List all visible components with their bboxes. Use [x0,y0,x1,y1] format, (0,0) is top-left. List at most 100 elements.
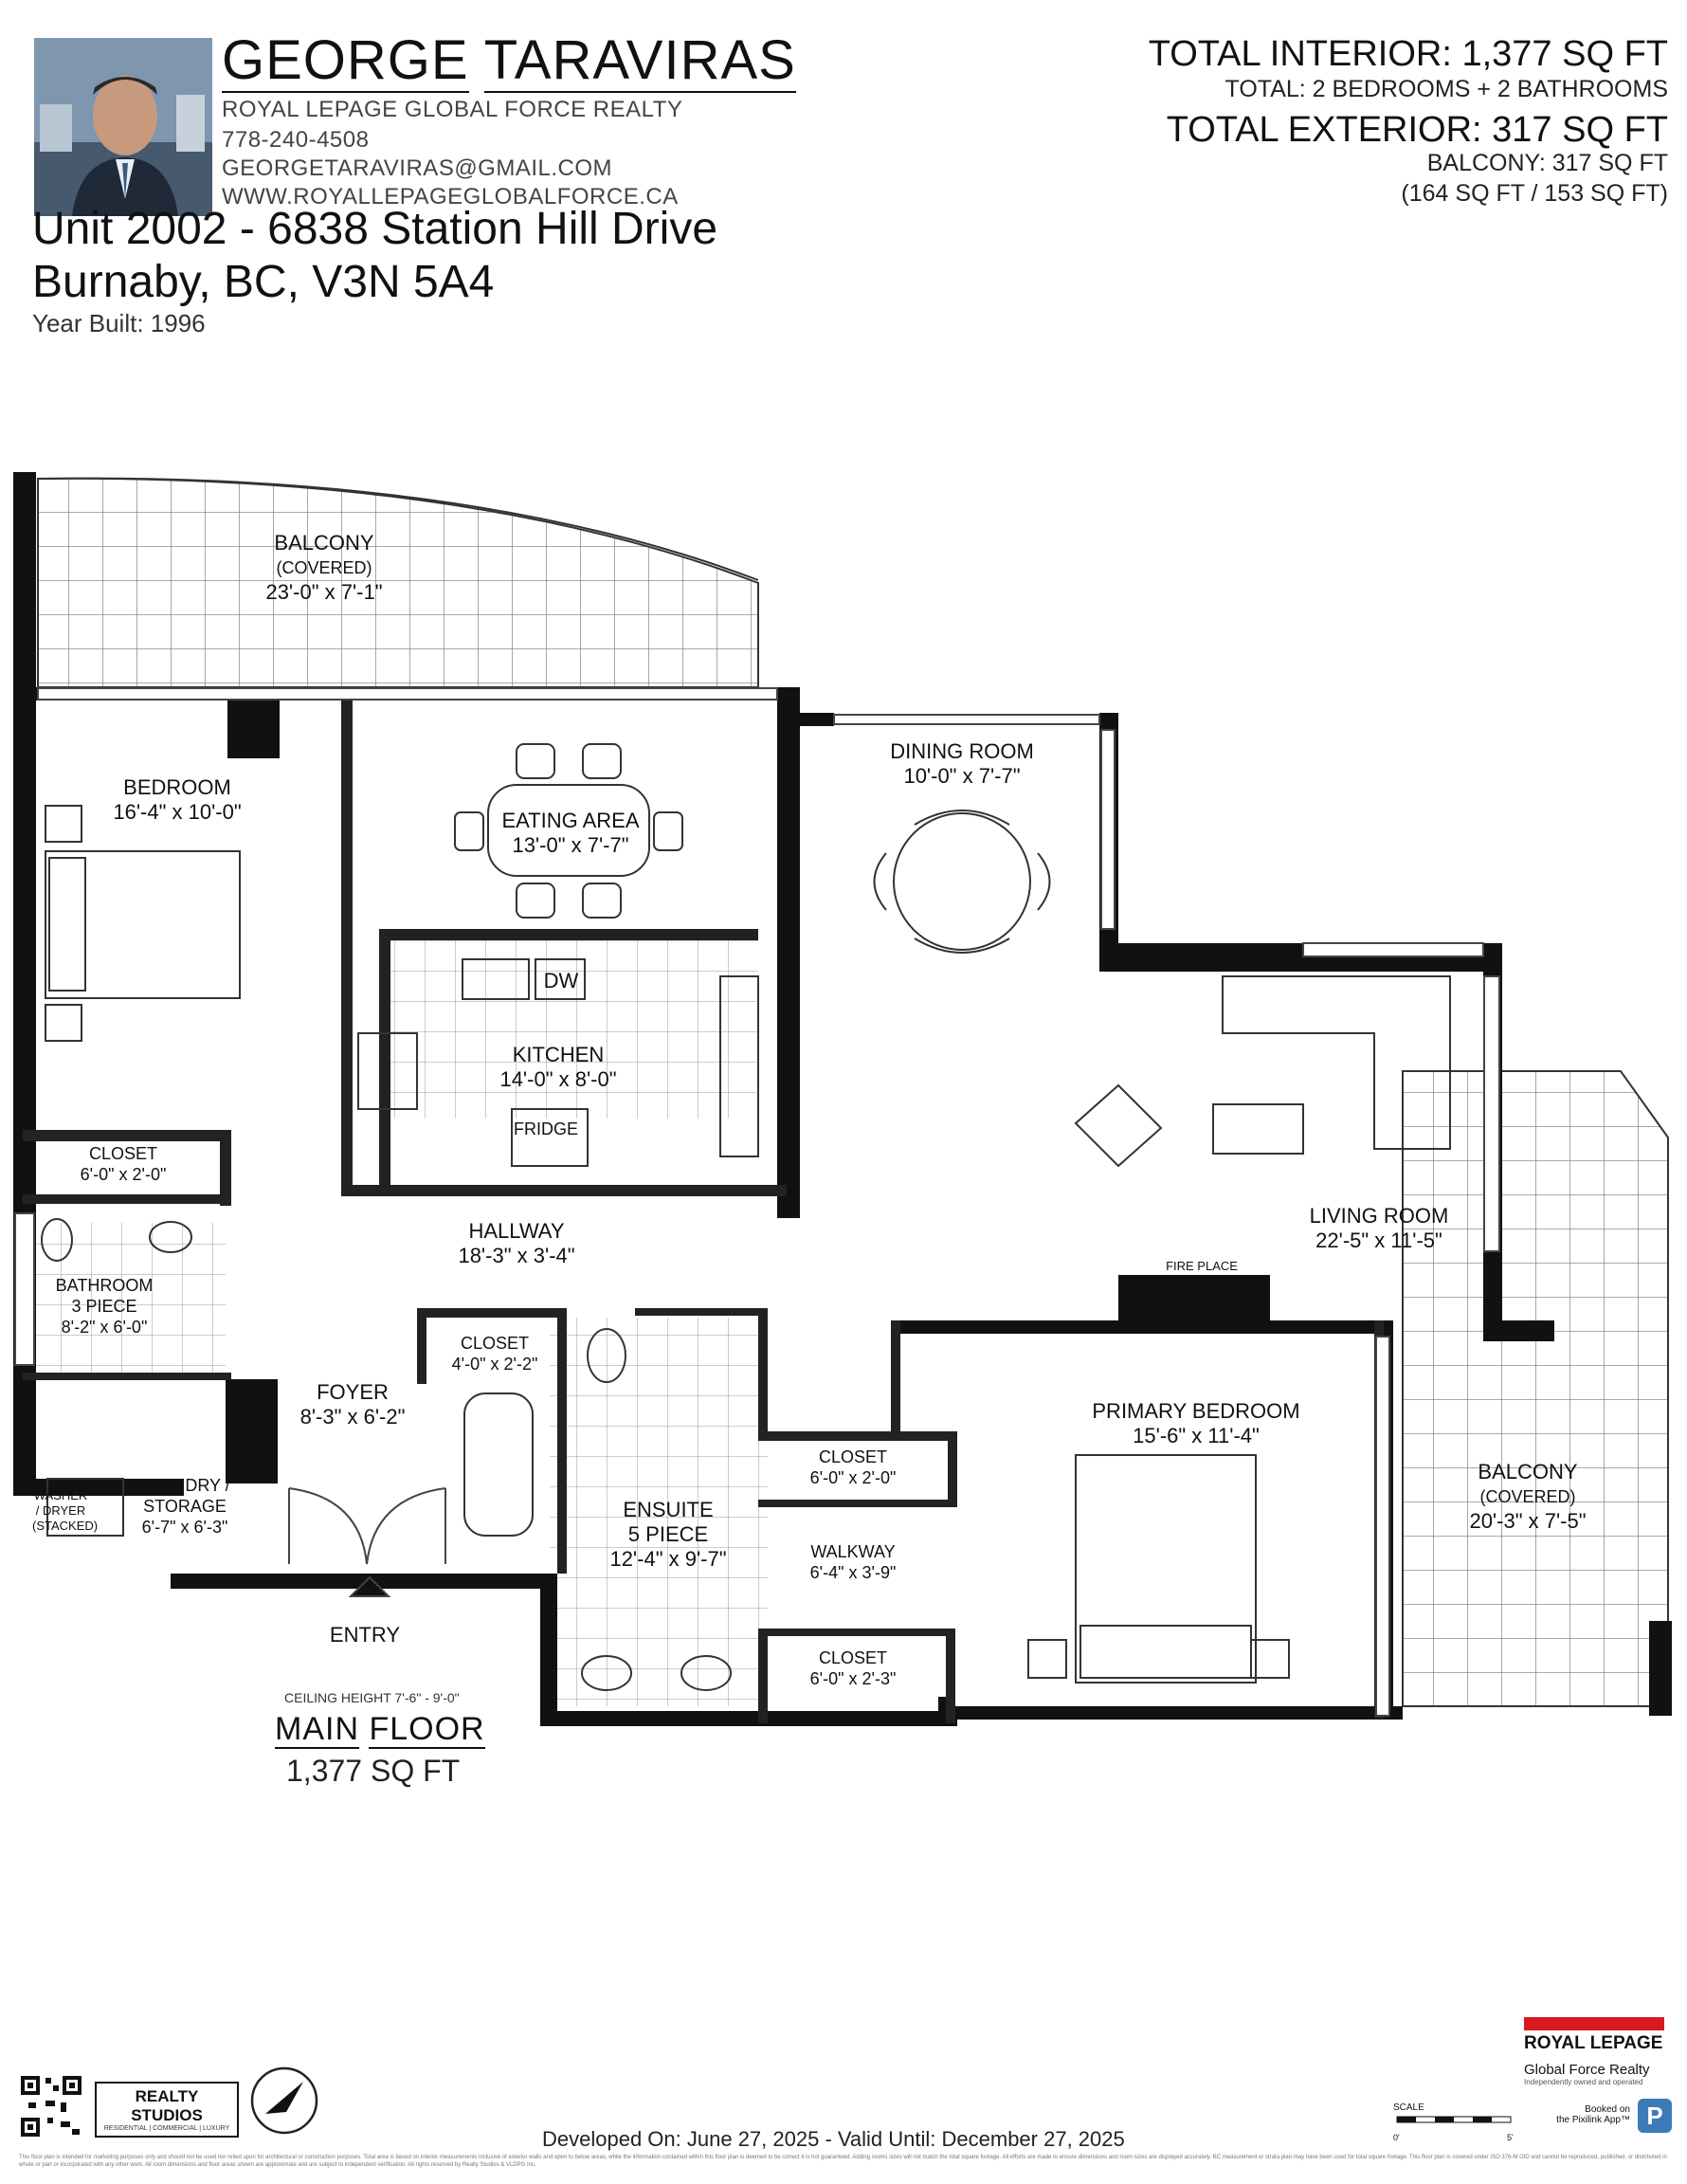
closet-primary-2-label: CLOSET 6'-0" x 2'-3" [810,1647,897,1689]
eating-area-name: EATING AREA [501,809,640,832]
bedroom-label: BEDROOM 16'-4" x 10'-0" [113,775,241,825]
address-line-1: Unit 2002 - 6838 Station Hill Drive [32,204,718,254]
laundry-sub: STORAGE [143,1497,227,1516]
eating-area-dims: 13'-0" x 7'-7" [512,833,629,857]
realty-studios-name: REALTY STUDIOS [131,2087,203,2124]
ensuite-tiles [550,1318,768,1706]
scale-label: SCALE [1393,2102,1424,2113]
walkway-dims: 6'-4" x 3'-9" [809,1563,897,1582]
foyer-label: FOYER 8'-3" x 6'-2" [300,1380,406,1429]
qr-code[interactable] [19,2074,83,2143]
balcony-top-sub: (COVERED) [276,558,372,577]
walkway-label: WALKWAY 6'-4" x 3'-9" [810,1541,897,1583]
agent-name: GEORGE TARAVIRAS [222,28,796,93]
hallway-name: HALLWAY [468,1219,565,1243]
agent-last-name: TARAVIRAS [483,29,796,93]
bath-fixtures [41,1218,732,1691]
living-sofa [1074,975,1451,1168]
balcony-right-dims: 20'-3" x 7'-5" [1469,1509,1587,1533]
kitchen-fixtures [357,958,759,1167]
kitchen-name: KITCHEN [512,1043,605,1066]
bedroom-dims: 16'-4" x 10'-0" [113,800,242,824]
total-exterior: TOTAL EXTERIOR: 317 SQ FT [1166,110,1668,150]
compass-icon [248,2065,320,2141]
scale-zero: 0' [1393,2133,1400,2142]
disclaimer: This floor plan is intended for marketin… [19,2155,1667,2168]
foyer-name: FOYER [317,1380,389,1404]
ensuite-dims: 12'-4" x 9'-7" [609,1547,727,1571]
bathroom-dims: 8'-2" x 6'-0" [61,1318,148,1337]
entry-label: ENTRY [329,1623,401,1647]
scale-bar: SCALE 0' 5' [1393,2102,1516,2142]
balcony-top [37,477,759,688]
closet-primary-1-label: CLOSET 6'-0" x 2'-0" [810,1447,897,1488]
closet-primary-2-dims: 6'-0" x 2'-3" [809,1669,897,1688]
floor-name-a: MAIN [275,1711,359,1749]
closet-bedroom-dims: 6'-0" x 2'-0" [80,1165,167,1184]
laundry-name: LAUNDRY / [139,1476,230,1495]
floor-name-b: FLOOR [369,1711,485,1749]
eating-table [454,743,683,919]
pixilink-a: Booked on [1585,2104,1630,2115]
bedroom-bed [45,805,241,1042]
closet-bedroom-name: CLOSET [88,1144,158,1163]
agent-photo [34,38,212,216]
bedroom-name: BEDROOM [123,775,231,799]
fireplace-label: FIRE PLACE [1166,1259,1238,1273]
hallway-label: HALLWAY 18'-3" x 3'-4" [458,1219,574,1268]
agent-first-name: GEORGE [222,29,469,93]
entry-door [288,1487,446,1597]
closet-hall-label: CLOSET 4'-0" x 2'-2" [452,1333,538,1374]
bathroom-tiles [36,1223,226,1374]
balcony-right-sub: (COVERED) [1479,1487,1576,1506]
dining-room-name: DINING ROOM [890,739,1034,763]
rlp-office: Global Force Realty [1524,2062,1650,2078]
year-built: Year Built: 1996 [32,309,206,337]
living-room-name: LIVING ROOM [1309,1204,1449,1228]
scale-five: 5' [1507,2133,1514,2142]
validity-dates: Developed On: June 27, 2025 - Valid Unti… [542,2127,1125,2151]
pixilink-text: Booked on the Pixilink App™ [1535,2104,1630,2125]
closet-primary-1-name: CLOSET [818,1447,888,1466]
total-rooms: TOTAL: 2 BEDROOMS + 2 BATHROOMS [1224,76,1668,102]
windows [14,687,1500,1717]
closet-primary-1-dims: 6'-0" x 2'-0" [809,1468,897,1487]
balcony-top-name: BALCONY [274,531,374,555]
pixilink-b: the Pixilink App™ [1556,2115,1630,2125]
washer-dryer-label: WASHER / DRYER (STACKED) [32,1488,99,1533]
foyer-dims: 8'-3" x 6'-2" [299,1405,406,1429]
balcony-right-label: BALCONY (COVERED) 20'-3" x 7'-5" [1469,1460,1586,1534]
closet-primary-2-name: CLOSET [818,1648,888,1667]
living-room-label: LIVING ROOM 22'-5" x 11'-5" [1310,1204,1449,1253]
closet-hall-dims: 4'-0" x 2'-2" [451,1355,538,1374]
laundry-dims: 6'-7" x 6'-3" [141,1518,228,1537]
dining-room-dims: 10'-0" x 7'-7" [903,764,1021,788]
realty-studios-sub: RESIDENTIAL | COMMERCIAL | LUXURY [103,2125,230,2132]
ensuite-name: ENSUITE [623,1498,714,1521]
agent-brokerage: ROYAL LEPAGE GLOBAL FORCE REALTY [222,97,683,122]
bathroom-name: BATHROOM [55,1276,154,1295]
dining-table [873,810,1051,954]
balcony-split: (164 SQ FT / 153 SQ FT) [1401,180,1668,207]
closet-bedroom-label: CLOSET 6'-0" x 2'-0" [81,1143,167,1185]
ensuite-sub: 5 PIECE [627,1522,709,1546]
interior-walls [23,700,1384,1723]
primary-bedroom-dims: 15'-6" x 11'-4" [1133,1424,1260,1447]
agent-email[interactable]: GEORGETARAVIRAS@GMAIL.COM [222,155,613,181]
ensuite-label: ENSUITE 5 PIECE 12'-4" x 9'-7" [609,1498,726,1572]
hallway-dims: 18'-3" x 3'-4" [458,1244,575,1267]
agent-website[interactable]: WWW.ROYALLEPAGEGLOBALFORCE.CA [222,184,679,209]
floor-name: MAIN FLOOR [275,1711,485,1749]
balcony-right-name: BALCONY [1478,1460,1578,1483]
balcony-top-label: BALCONY (COVERED) 23'-0" x 7'-1" [265,531,382,605]
royal-lepage-logo: ROYAL LEPAGE Global Force Realty Indepen… [1524,2017,1664,2086]
ceiling-height: CEILING HEIGHT 7'-6" - 9'-0" [284,1690,460,1705]
kitchen-label: KITCHEN 14'-0" x 8'-0" [499,1043,616,1092]
pixilink-app-icon[interactable]: P [1638,2099,1672,2133]
primary-bedroom-name: PRIMARY BEDROOM [1092,1399,1300,1423]
dining-room-label: DINING ROOM 10'-0" x 7'-7" [890,739,1034,789]
floor-sqft: 1,377 SQ FT [286,1754,461,1788]
total-interior: TOTAL INTERIOR: 1,377 SQ FT [1148,34,1668,74]
agent-phone[interactable]: 778-240-4508 [222,127,370,153]
